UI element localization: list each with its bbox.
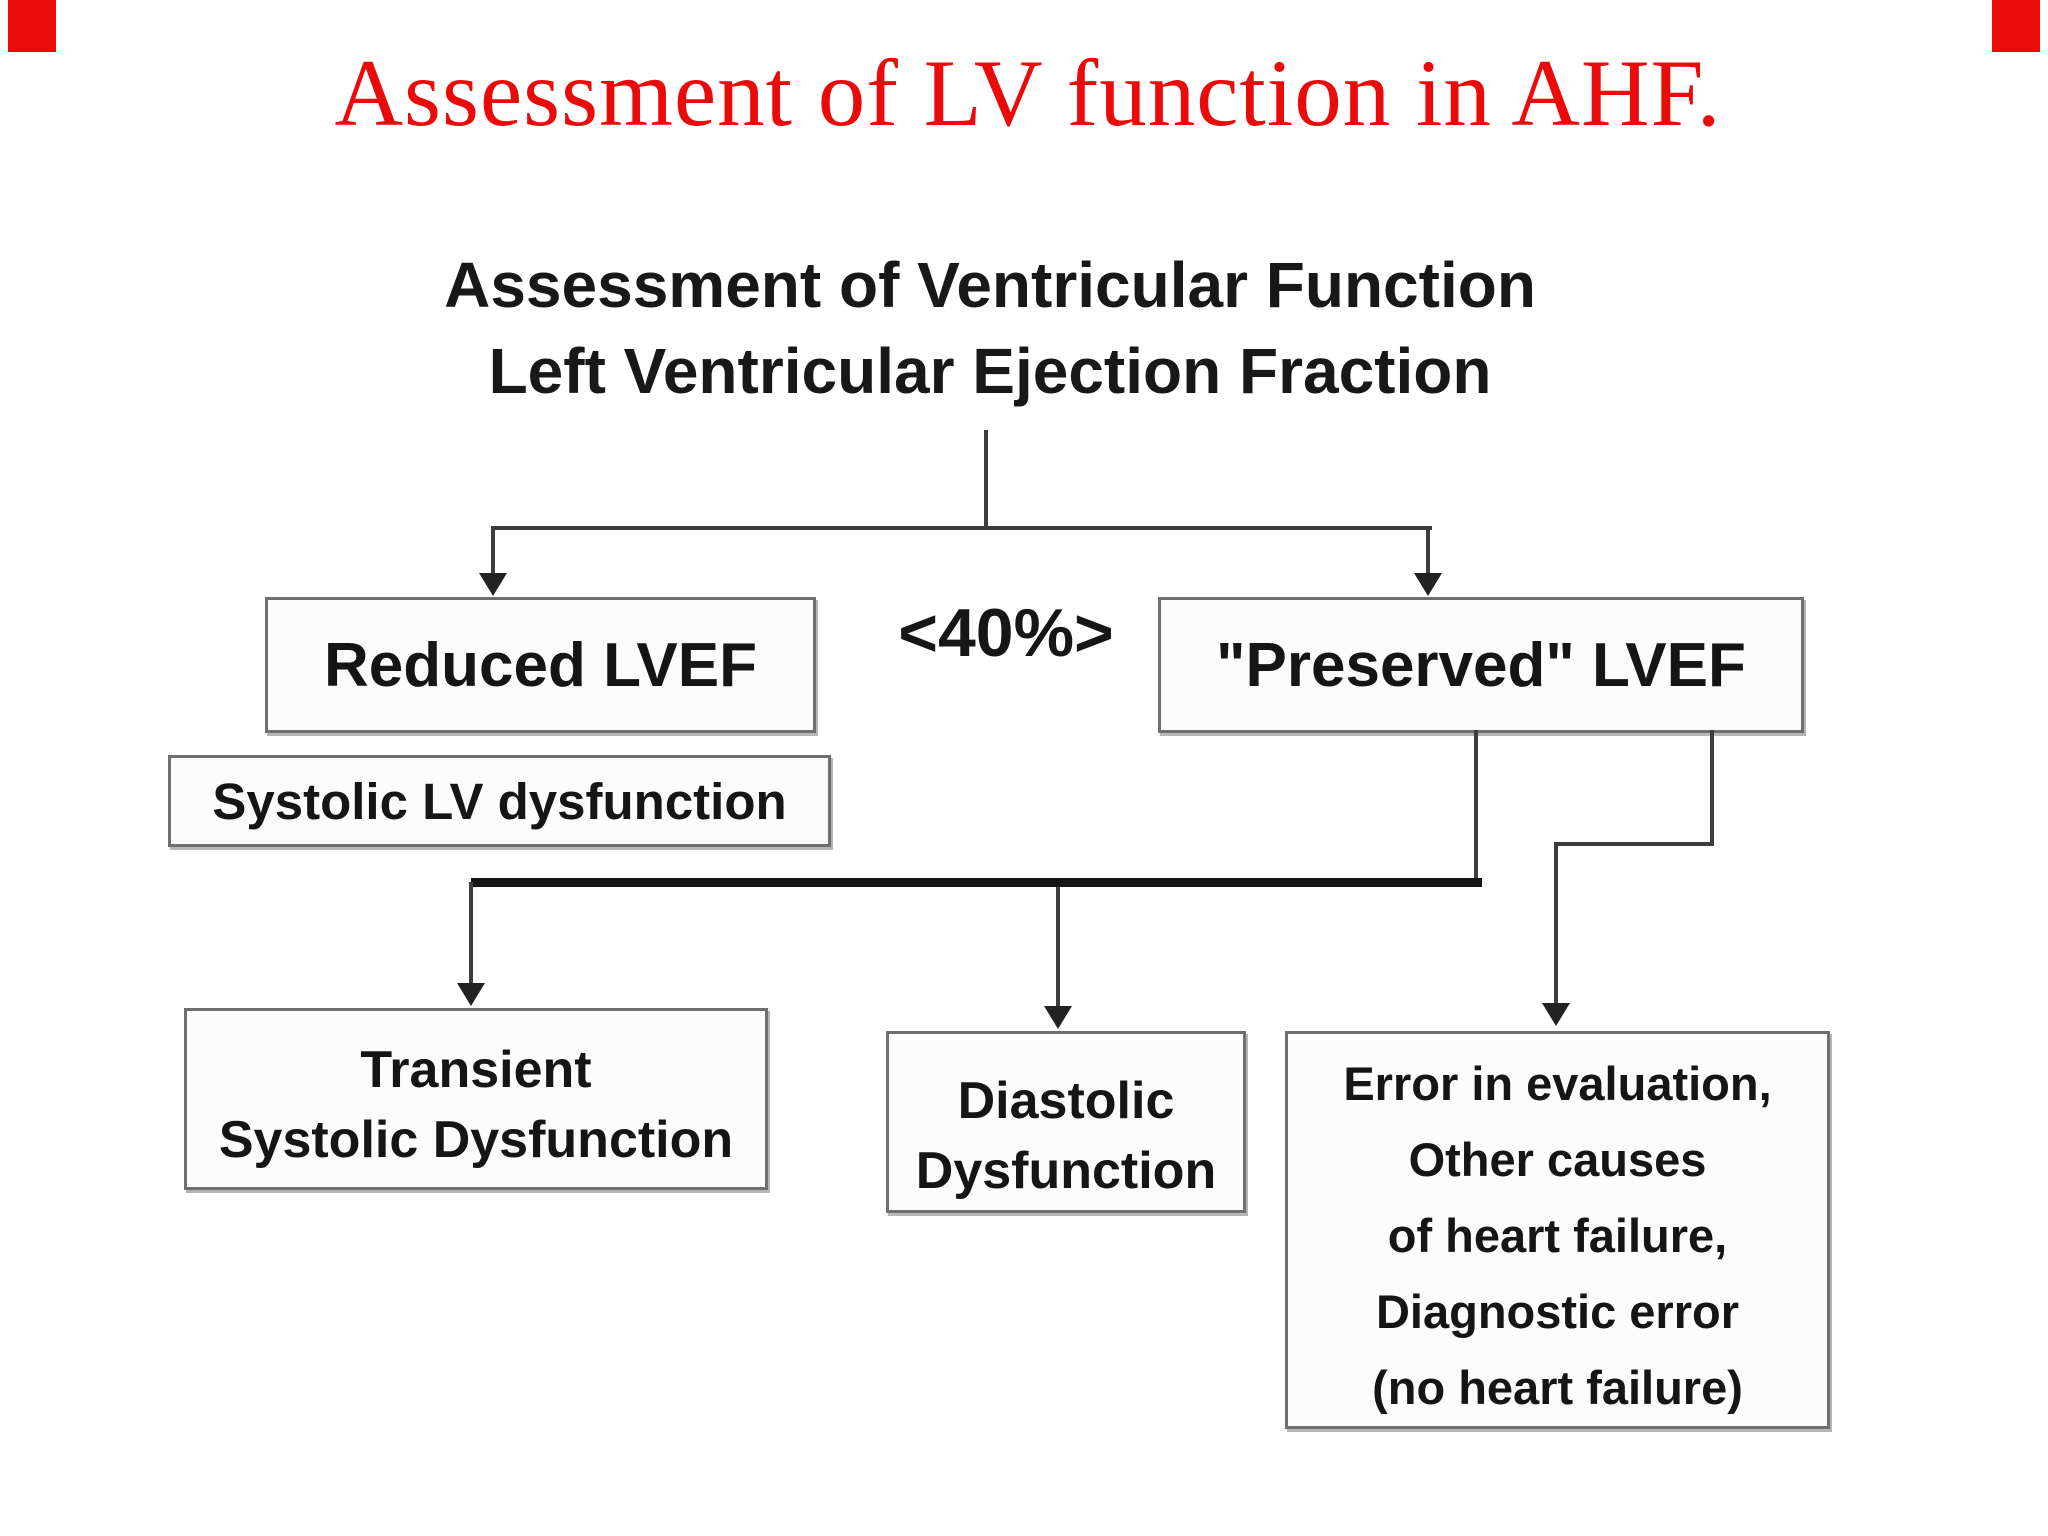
node-preserved-lvef: "Preserved" LVEF bbox=[1158, 597, 1804, 733]
node-error-line-2: Other causes bbox=[1408, 1133, 1707, 1186]
node-error-line-4: Diagnostic error bbox=[1375, 1285, 1740, 1338]
connector-jog-horizontal bbox=[1554, 842, 1714, 846]
node-error-line-5: (no heart failure) bbox=[1372, 1361, 1743, 1414]
node-transient-line-1: Transient bbox=[360, 1041, 592, 1099]
connector-drop-reduced bbox=[491, 526, 495, 576]
heading-line-1: Assessment of Ventricular Function bbox=[444, 249, 1536, 321]
node-diastolic-dysfunction: Diastolic Dysfunction bbox=[886, 1031, 1246, 1213]
red-corner-mark-right bbox=[1992, 0, 2040, 52]
node-error-in-evaluation: Error in evaluation, Other causes of hea… bbox=[1285, 1031, 1830, 1429]
arrowhead-error bbox=[1542, 1003, 1570, 1026]
heading-line-2: Left Ventricular Ejection Fraction bbox=[488, 335, 1492, 407]
connector-top-split bbox=[491, 526, 1432, 530]
connector-bus-thick bbox=[471, 878, 1482, 887]
arrowhead-diastolic bbox=[1044, 1006, 1072, 1029]
node-reduced-lvef: Reduced LVEF bbox=[265, 597, 816, 733]
threshold-label: <40%> bbox=[898, 595, 1114, 671]
connector-trunk bbox=[984, 430, 988, 528]
node-transient-systolic-dysfunction: Transient Systolic Dysfunction bbox=[184, 1008, 768, 1190]
node-preserved-lvef-label: "Preserved" LVEF bbox=[1216, 630, 1746, 700]
arrowhead-preserved bbox=[1414, 573, 1442, 596]
node-diastolic-line-2: Dysfunction bbox=[915, 1142, 1217, 1200]
arrowhead-reduced bbox=[479, 573, 507, 596]
connector-preserved-to-jog bbox=[1710, 730, 1714, 846]
node-error-line-3: of heart failure, bbox=[1387, 1209, 1728, 1262]
connector-drop-error bbox=[1554, 842, 1558, 1004]
flowchart-heading: Assessment of Ventricular Function Left … bbox=[0, 242, 1980, 414]
connector-drop-transient bbox=[469, 882, 473, 984]
slide-title: Assessment of LV function in AHF. bbox=[334, 40, 1722, 146]
connector-drop-diastolic bbox=[1056, 887, 1060, 1007]
node-reduced-lvef-label: Reduced LVEF bbox=[324, 630, 757, 700]
node-diastolic-line-1: Diastolic bbox=[957, 1072, 1175, 1130]
node-systolic-lv-dysfunction: Systolic LV dysfunction bbox=[168, 755, 831, 847]
node-systolic-lv-dysfunction-label: Systolic LV dysfunction bbox=[212, 772, 787, 830]
connector-drop-preserved bbox=[1426, 526, 1430, 576]
connector-preserved-to-bus bbox=[1474, 730, 1478, 880]
arrowhead-transient bbox=[457, 983, 485, 1006]
red-corner-mark-left bbox=[8, 0, 56, 52]
node-error-line-1: Error in evaluation, bbox=[1343, 1057, 1772, 1110]
node-transient-line-2: Systolic Dysfunction bbox=[218, 1111, 734, 1169]
